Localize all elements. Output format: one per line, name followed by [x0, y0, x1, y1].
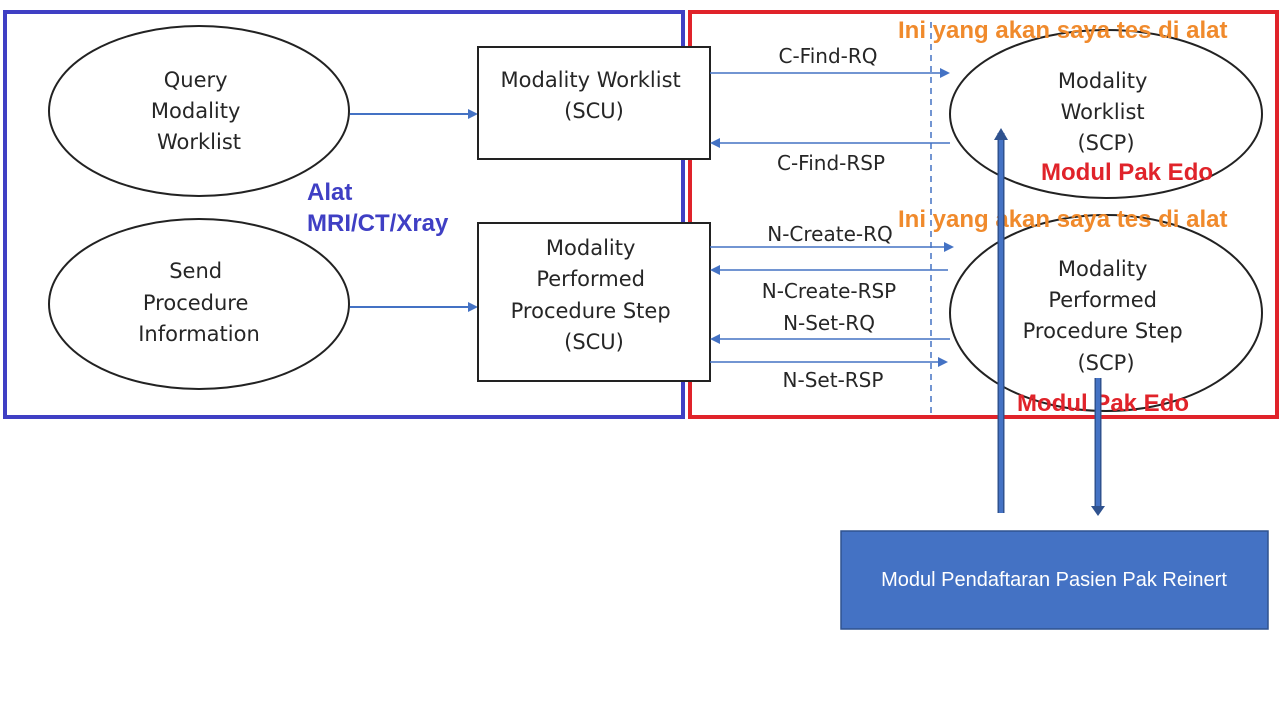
mwl-scp-ellipse	[949, 29, 1263, 199]
device-label-line-2: MRI/CT/Xray	[307, 210, 449, 237]
mpps-scu-line-3: Procedure Step	[511, 299, 671, 323]
query-line-2: Modality	[151, 99, 241, 123]
right-module-frame	[688, 10, 1279, 419]
send-line-1: Send	[169, 259, 222, 283]
test-note-top: Ini yang akan saya tes di alat	[898, 17, 1227, 44]
send-procedure-ellipse	[48, 218, 350, 390]
mpps-scp-line-4: (SCP)	[1077, 351, 1134, 375]
device-label: Alat MRI/CT/Xray	[307, 179, 449, 237]
mwl-scu-box	[477, 46, 711, 160]
mwl-scp-text: Modality Worklist (SCP)	[1058, 69, 1154, 155]
mpps-scp-line-3: Procedure Step	[1023, 319, 1183, 343]
registration-to-worklist-arrowhead	[994, 128, 1008, 140]
c-find-rsp-label: C-Find-RSP	[777, 151, 885, 175]
mpps-scu-text: Modality Performed Procedure Step (SCU)	[511, 236, 678, 354]
n-set-rq-label: N-Set-RQ	[783, 311, 875, 335]
mpps-scp-line-1: Modality	[1058, 257, 1148, 281]
mpps-scp-line-2: Performed	[1048, 288, 1157, 312]
mwl-scu-line-1: Modality Worklist	[501, 68, 681, 92]
mwl-scp-line-3: (SCP)	[1077, 131, 1134, 155]
test-note-bottom: Ini yang akan saya tes di alat	[898, 206, 1227, 233]
mpps-scu-line-2: Performed	[536, 267, 645, 291]
mpps-scp-text: Modality Performed Procedure Step (SCP)	[1023, 257, 1190, 375]
query-worklist-ellipse	[48, 25, 350, 197]
query-line-3: Worklist	[157, 130, 241, 154]
n-create-rsp-label: N-Create-RSP	[762, 279, 897, 303]
c-find-rq-label: C-Find-RQ	[778, 44, 877, 68]
module-label-top: Modul Pak Edo	[1041, 159, 1213, 186]
registration-module-label: Modul Pendaftaran Pasien Pak Reinert	[881, 569, 1227, 591]
left-device-frame	[3, 10, 685, 419]
mpps-scu-line-1: Modality	[546, 236, 636, 260]
mpps-scu-box	[477, 222, 711, 382]
send-line-3: Information	[138, 322, 260, 346]
send-line-2: Procedure	[143, 291, 249, 315]
mwl-scu-text: Modality Worklist (SCU)	[501, 68, 688, 123]
mpps-to-registration-arrowhead	[1091, 506, 1105, 516]
registration-module-box	[840, 530, 1269, 630]
device-label-line-1: Alat	[307, 179, 352, 206]
mwl-scp-line-2: Worklist	[1061, 100, 1145, 124]
mwl-scu-line-2: (SCU)	[564, 99, 624, 123]
mpps-scp-ellipse	[949, 214, 1263, 412]
query-worklist-text: Query Modality Worklist	[151, 68, 247, 154]
mpps-scu-line-4: (SCU)	[564, 330, 624, 354]
send-procedure-text: Send Procedure Information	[138, 259, 260, 346]
module-label-bottom: Modul Pak Edo	[1017, 390, 1189, 417]
n-set-rsp-label: N-Set-RSP	[783, 368, 884, 392]
n-create-rq-label: N-Create-RQ	[767, 222, 893, 246]
query-line-1: Query	[164, 68, 228, 92]
mwl-scp-line-1: Modality	[1058, 69, 1148, 93]
